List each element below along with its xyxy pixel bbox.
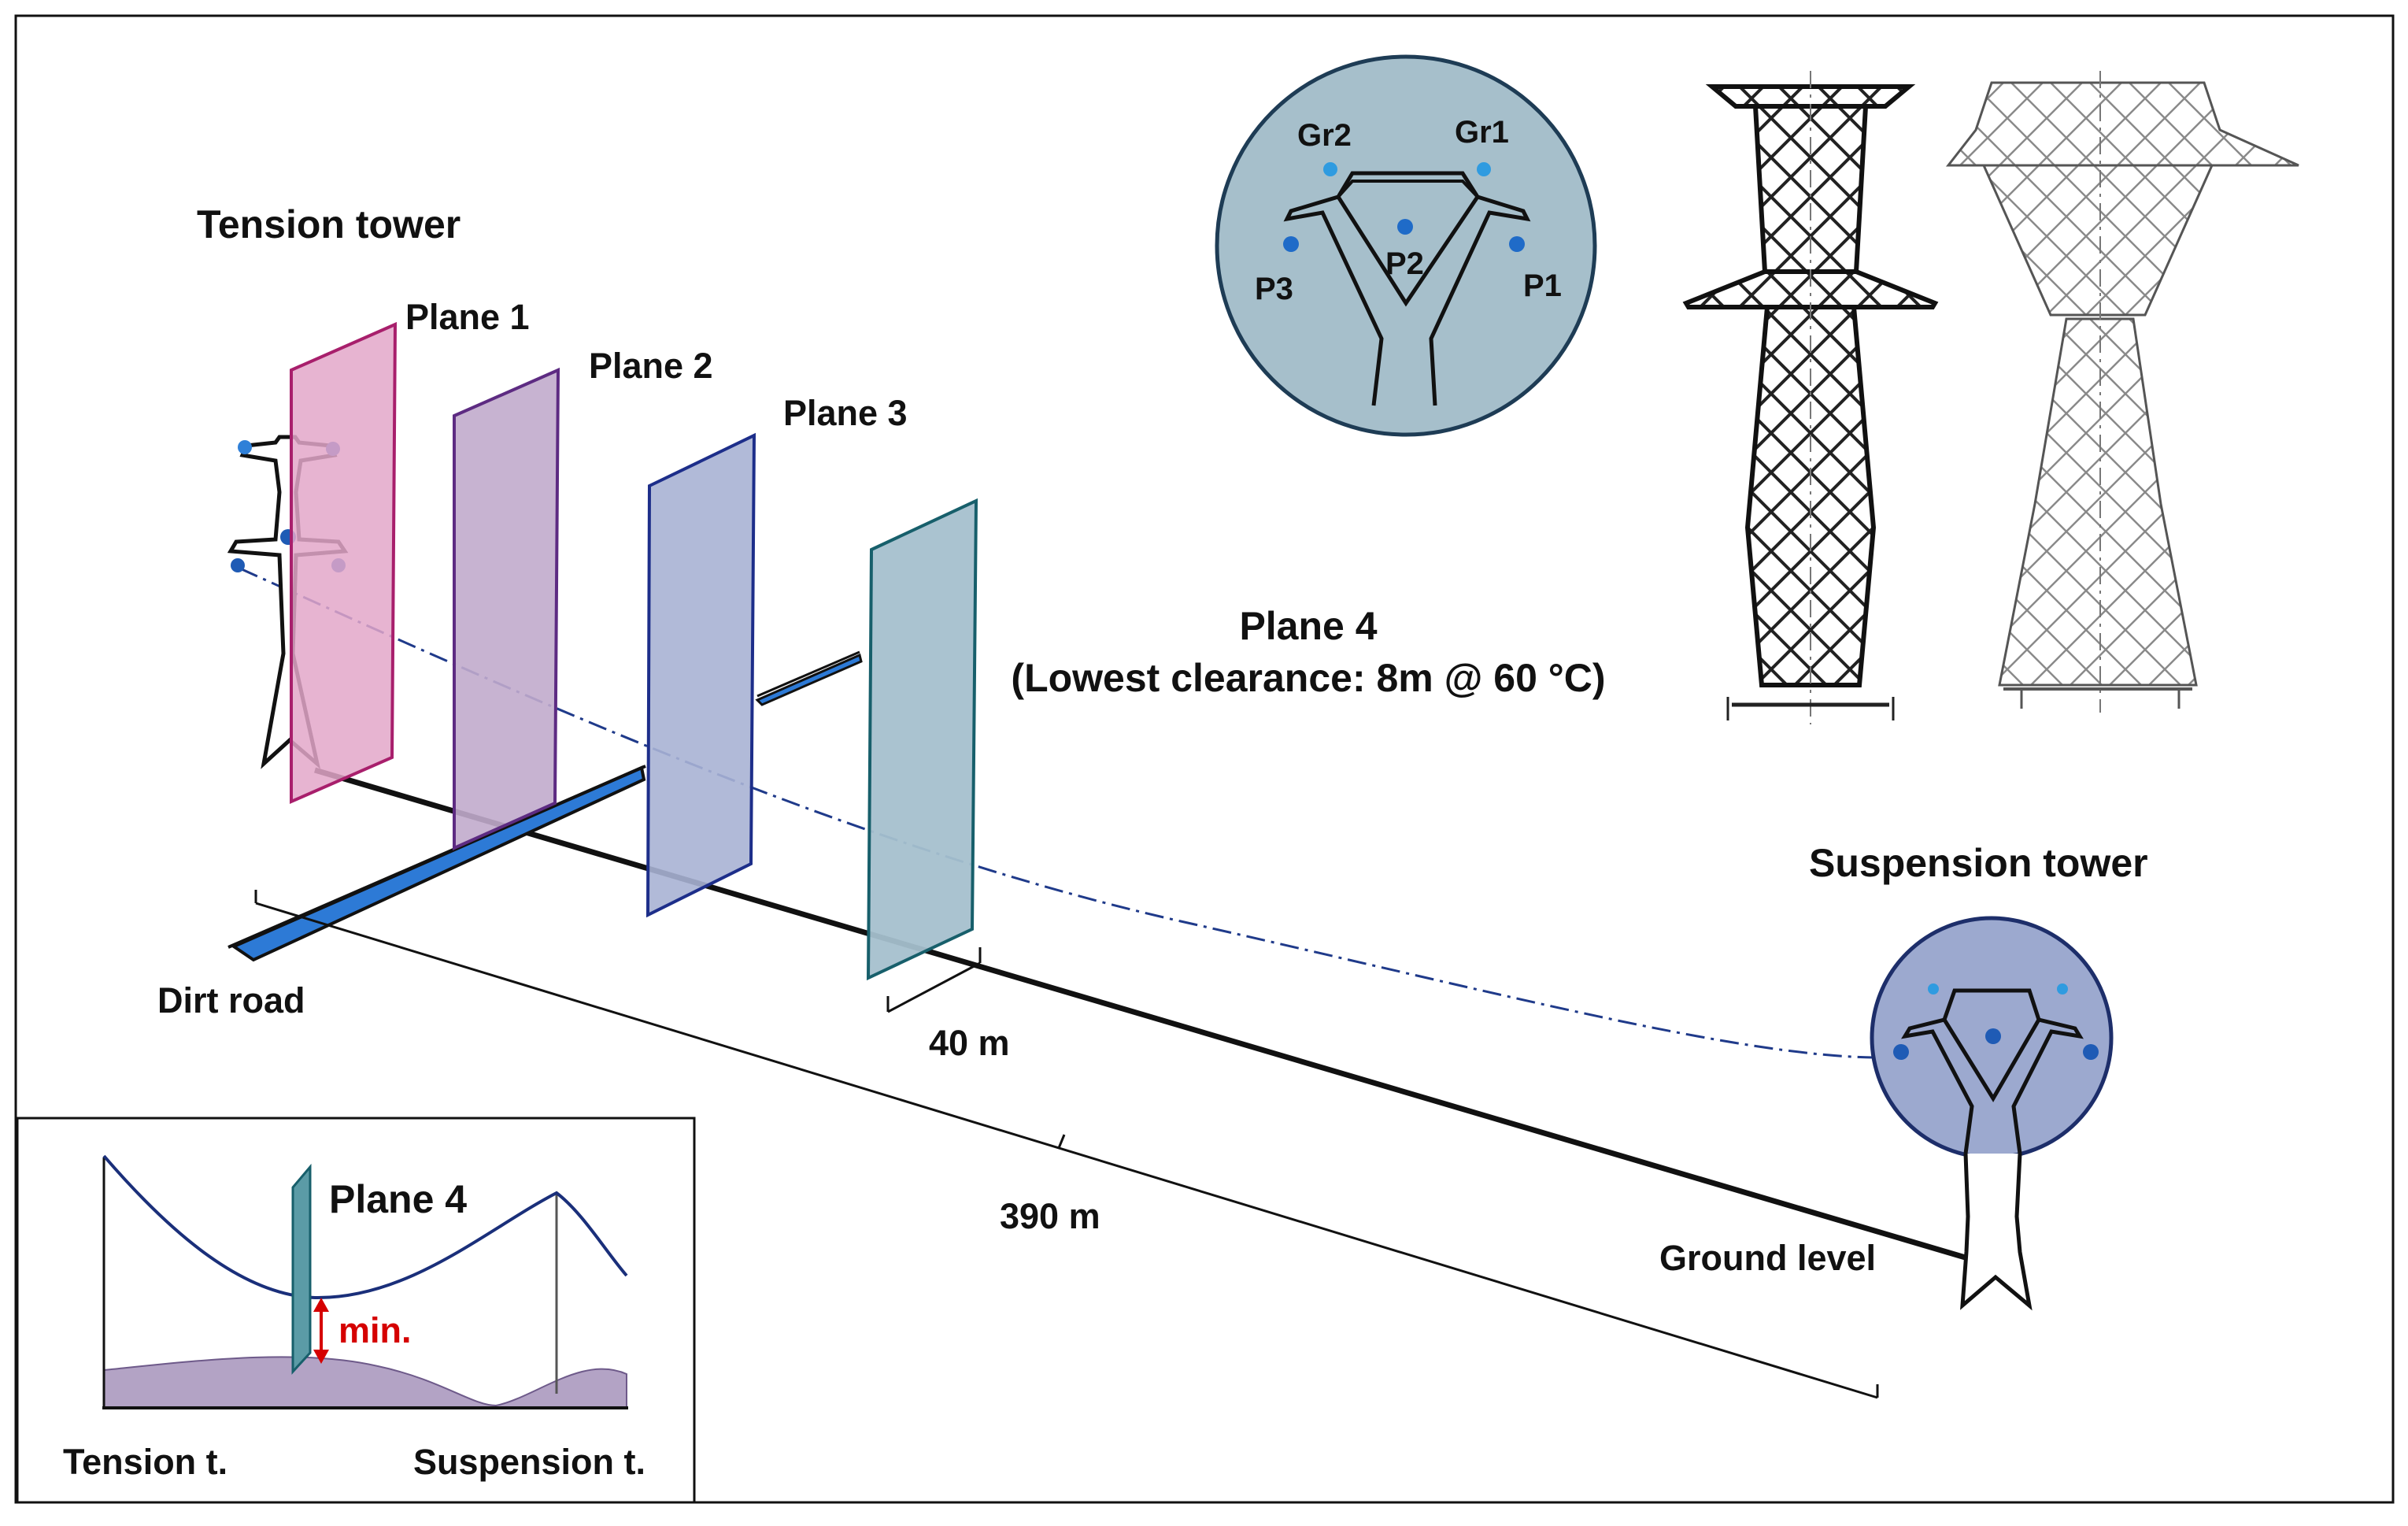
lattice-tower-light [1945, 71, 2299, 713]
suspension-tower [1870, 916, 2114, 1311]
dimension-line-40 [887, 961, 981, 1013]
conductor-line [239, 567, 1874, 1059]
phase-dot-gr1 [1477, 162, 1491, 176]
ground-line [314, 767, 1969, 1261]
inset-min-label: min. [338, 1310, 412, 1350]
phase-dot-gr2 [1323, 162, 1337, 176]
label-p1: P1 [1523, 269, 1562, 303]
dimension-390-label: 390 m [1000, 1196, 1100, 1236]
plane-3 [645, 432, 756, 918]
dirt-road-label: Dirt road [157, 980, 305, 1020]
label-gr1: Gr1 [1455, 115, 1509, 150]
dimension-line-390 [255, 902, 1878, 1399]
inset-right-label: Suspension t. [413, 1442, 645, 1482]
outer-frame [14, 14, 2395, 1504]
plane-2 [453, 367, 560, 851]
phase-dot [231, 558, 245, 572]
ground-level-label: Ground level [1659, 1238, 1876, 1278]
plane-1-label: Plane 1 [405, 297, 530, 337]
profile-inset [16, 1117, 696, 1504]
dirt-road-far-edge [756, 650, 860, 698]
plane-1 [290, 321, 398, 805]
inset-left-label: Tension t. [63, 1442, 227, 1482]
label-p3: P3 [1255, 272, 1293, 306]
label-p2: P2 [1385, 246, 1424, 281]
phase-dot-p2 [1397, 219, 1413, 235]
plane-4-note: (Lowest clearance: 8m @ 60 °C) [1011, 656, 1605, 700]
phase-dot [238, 440, 252, 454]
tower-head-detail [1215, 54, 1597, 437]
dimension-40-label: 40 m [929, 1023, 1010, 1063]
inset-conductor [102, 1154, 628, 1300]
dirt-road-far [755, 653, 863, 706]
label-gr2: Gr2 [1297, 118, 1352, 153]
phase-dot-p3 [1283, 236, 1299, 252]
ground-geometry [227, 650, 1969, 1399]
plane-4 [866, 498, 978, 981]
tension-tower-title: Tension tower [197, 202, 461, 246]
inset-plane-label: Plane 4 [329, 1177, 467, 1221]
lattice-tower-dark [1682, 71, 1939, 724]
phase-dot-p1 [1509, 236, 1525, 252]
plane-4-label: Plane 4 [1239, 604, 1377, 648]
plane-3-label: Plane 3 [783, 393, 908, 433]
suspension-tower-title: Suspension tower [1809, 841, 2148, 885]
inset-plane-4 [291, 1163, 312, 1375]
plane-2-label: Plane 2 [589, 346, 713, 386]
terrain-profile [103, 1356, 627, 1408]
